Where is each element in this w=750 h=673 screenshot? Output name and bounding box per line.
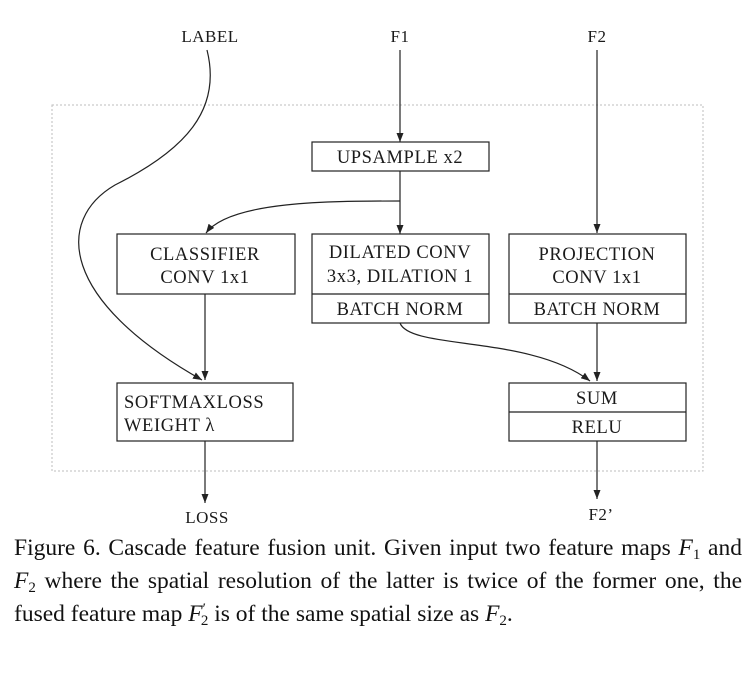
caption-middle: where the spatial resolution of the latt…: [14, 568, 742, 627]
softmax-label-line2: WEIGHT λ: [124, 416, 215, 436]
sum-label: SUM: [576, 389, 618, 409]
caption-fused-symbol: F: [188, 601, 203, 627]
softmax-label-line1: SOFTMAXLOSS: [124, 393, 264, 413]
loss-output-text: LOSS: [185, 508, 229, 527]
classifier-label-line1: CLASSIFIER: [150, 245, 260, 265]
caption-f2-subscript: 2: [28, 580, 36, 596]
upsample-box: UPSAMPLE x2: [311, 141, 490, 172]
caption-suffix: .: [506, 601, 513, 627]
edge-upsample-to-classifier: [205, 200, 401, 234]
caption-end-symbol: F: [485, 601, 500, 627]
f1-input-text: F1: [391, 27, 410, 46]
caption-and-text: and: [700, 535, 742, 561]
caption-end-subscript: 2: [499, 613, 507, 629]
caption-middle2: is of the same spatial size as: [208, 601, 486, 627]
label-input-text: LABEL: [181, 27, 238, 46]
edge-dilated-to-sum: [399, 322, 591, 382]
figure-caption: Figure 6. Cascade feature fusion unit. G…: [14, 532, 742, 631]
sum-relu-box: SUM RELU: [508, 382, 687, 442]
edge-label-to-softmax: [78, 49, 211, 381]
dilated-conv-label-line1: DILATED CONV: [329, 243, 471, 263]
caption-f1-subscript: 1: [692, 547, 701, 563]
caption-prefix: Figure 6. Cascade feature fusion unit. G…: [14, 535, 679, 561]
classifier-box: CLASSIFIER CONV 1x1: [116, 233, 296, 295]
relu-label: RELU: [572, 418, 623, 438]
caption-fused-prime: ′: [202, 601, 206, 617]
dilated-conv-box: DILATED CONV 3x3, DILATION 1 BATCH NORM: [311, 233, 490, 324]
projection-label-line1: PROJECTION: [538, 245, 655, 265]
upsample-label: UPSAMPLE x2: [337, 148, 463, 168]
caption-f2-symbol: F: [14, 568, 29, 594]
softmax-loss-box: SOFTMAXLOSS WEIGHT λ: [116, 382, 294, 442]
dilated-conv-label-line2: 3x3, DILATION 1: [327, 267, 473, 287]
projection-label-line2: CONV 1x1: [552, 268, 641, 288]
caption-fused-subscript: 2: [200, 613, 209, 629]
projection-batch-norm-label: BATCH NORM: [534, 300, 661, 320]
classifier-label-line2: CONV 1x1: [160, 268, 249, 288]
fusion-unit-boundary: [51, 104, 704, 472]
f2prime-output-text: F2’: [588, 505, 613, 524]
cascade-feature-fusion-diagram: LABEL F1 F2 UPSAMPLE x2 CLASSIFIER CONV …: [51, 27, 704, 527]
caption-f1-symbol: F: [678, 535, 693, 561]
f2-input-text: F2: [588, 27, 607, 46]
dilated-batch-norm-label: BATCH NORM: [337, 300, 464, 320]
projection-box: PROJECTION CONV 1x1 BATCH NORM: [508, 233, 687, 324]
